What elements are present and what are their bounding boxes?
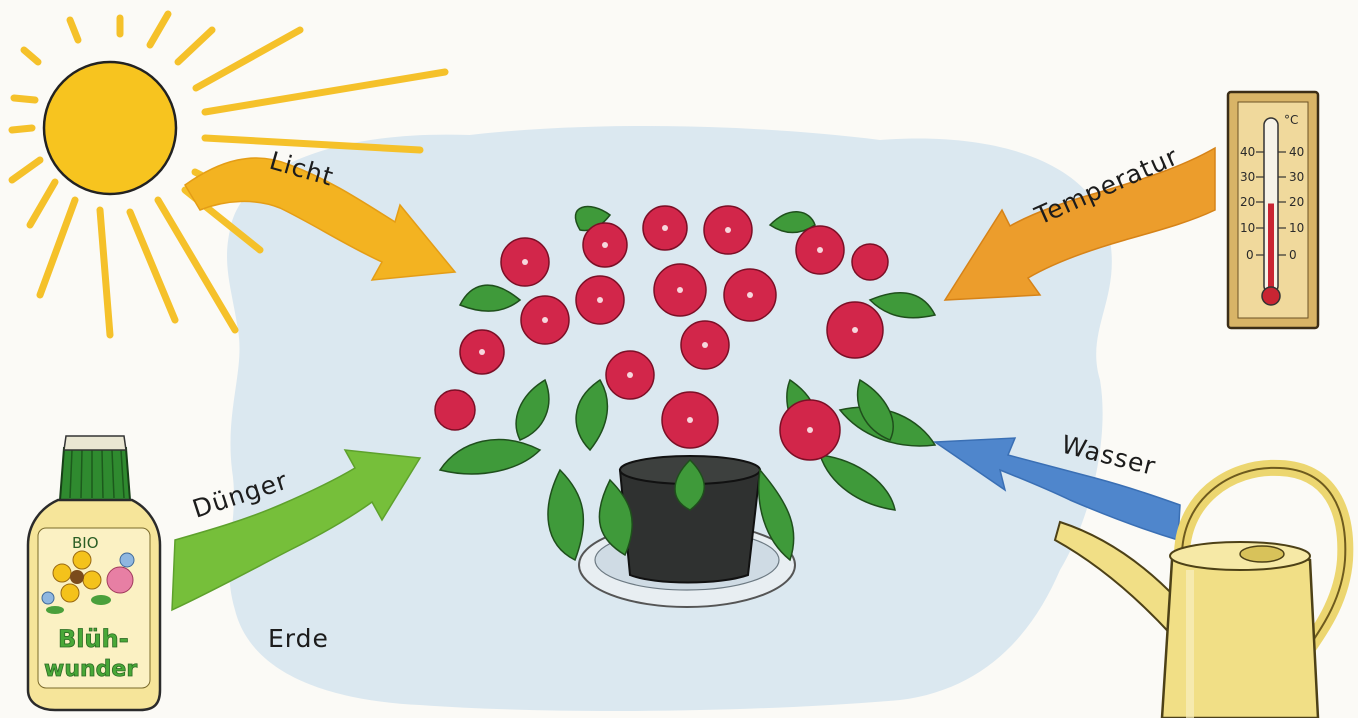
thermometer-icon: °C 40 30 20 10 0 40 30 20 10 0 xyxy=(1226,90,1320,330)
thermo-right-0: 0 xyxy=(1289,248,1297,262)
bottle-flowers xyxy=(41,550,135,614)
label-soil: Erde xyxy=(268,624,329,653)
thermo-left-10: 10 xyxy=(1240,221,1255,235)
water-arrow xyxy=(932,437,1181,541)
thermo-left-40: 40 xyxy=(1240,145,1255,159)
thermo-right-40: 40 xyxy=(1289,145,1304,159)
thermometer-mercury xyxy=(1268,203,1274,293)
thermo-right-30: 30 xyxy=(1289,170,1304,184)
bottle-brand: BIO xyxy=(72,534,99,552)
fertilizer-arrow xyxy=(171,449,422,612)
potted-plant-icon xyxy=(434,205,937,608)
thermo-right-20: 20 xyxy=(1289,195,1304,209)
light-arrow xyxy=(184,157,457,281)
thermo-left-20: 20 xyxy=(1240,195,1255,209)
bottle-product-line1: Blüh- xyxy=(58,625,129,653)
thermo-left-0: 0 xyxy=(1246,248,1254,262)
bottle-product-line2: wunder xyxy=(44,657,137,682)
fertilizer-bottle-icon: BIO Blüh- wunder xyxy=(26,435,162,712)
sun-icon xyxy=(8,10,449,339)
thermo-right-10: 10 xyxy=(1289,221,1304,235)
watering-can-icon xyxy=(1053,459,1354,718)
thermo-left-30: 30 xyxy=(1240,170,1255,184)
temperature-arrow xyxy=(943,146,1216,301)
thermometer-unit: °C xyxy=(1284,113,1298,127)
